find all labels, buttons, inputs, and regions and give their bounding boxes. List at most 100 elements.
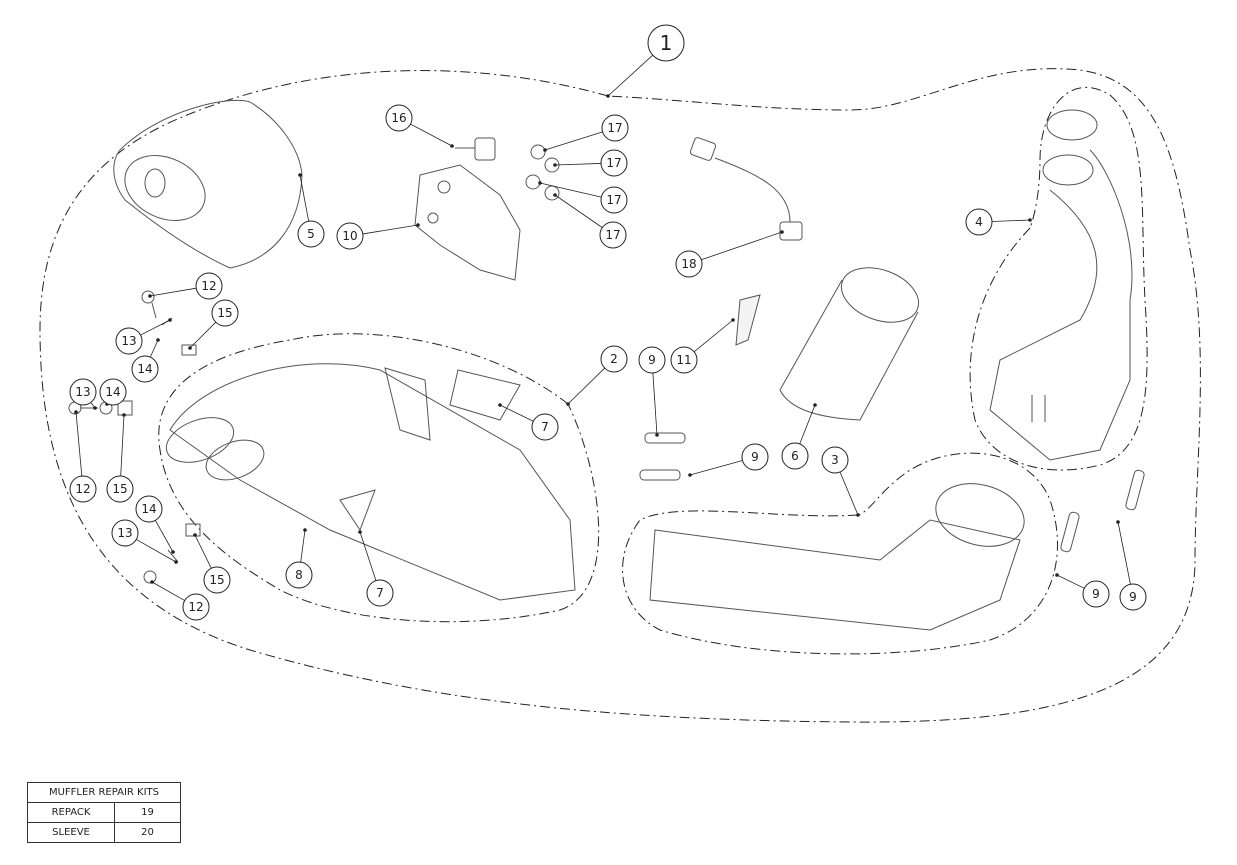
callout-circle bbox=[203, 566, 231, 594]
callout-circle bbox=[385, 104, 413, 132]
callout-number: 13 bbox=[121, 334, 136, 348]
callout-circle bbox=[131, 355, 159, 383]
callout-circle bbox=[638, 346, 666, 374]
callout-number: 12 bbox=[201, 279, 216, 293]
callout-1: 1 bbox=[647, 24, 685, 62]
callout-number: 15 bbox=[217, 306, 232, 320]
leader-dot bbox=[303, 528, 307, 532]
callout-15: 15 bbox=[211, 299, 239, 327]
leader-dot bbox=[74, 410, 78, 414]
kit-number: 20 bbox=[114, 822, 181, 843]
leader-dot bbox=[188, 346, 192, 350]
callout-number: 4 bbox=[975, 215, 983, 229]
callout-13: 13 bbox=[115, 327, 143, 355]
leader-line bbox=[554, 194, 603, 228]
kit-name: SLEEVE bbox=[27, 822, 115, 843]
leader-line bbox=[140, 319, 171, 336]
spring-part-16 bbox=[455, 137, 496, 161]
callout-number: 13 bbox=[75, 385, 90, 399]
leader-line bbox=[693, 319, 734, 353]
leader-dot bbox=[813, 403, 817, 407]
callout-circle bbox=[111, 519, 139, 547]
leader-dot bbox=[298, 173, 302, 177]
callout-number: 17 bbox=[606, 156, 621, 170]
callout-circle bbox=[211, 299, 239, 327]
callout-number: 14 bbox=[137, 362, 152, 376]
leader-line bbox=[554, 163, 602, 166]
leader-line bbox=[567, 367, 605, 405]
callout-14: 14 bbox=[135, 495, 163, 523]
callout-13: 13 bbox=[111, 519, 139, 547]
leader-dot bbox=[168, 318, 172, 322]
callout-circle bbox=[821, 446, 849, 474]
callout-6: 6 bbox=[781, 442, 809, 470]
leader-dot bbox=[538, 181, 542, 185]
callout-17: 17 bbox=[601, 114, 629, 142]
callout-3: 3 bbox=[821, 446, 849, 474]
callout-number: 15 bbox=[209, 573, 224, 587]
leader-line bbox=[701, 231, 783, 261]
callout-number: 13 bbox=[117, 526, 132, 540]
callout-number: 14 bbox=[105, 385, 120, 399]
callout-number: 9 bbox=[1129, 590, 1137, 604]
leader-dot bbox=[122, 413, 126, 417]
callout-circle bbox=[531, 413, 559, 441]
callout-number: 15 bbox=[112, 482, 127, 496]
leader-dot bbox=[358, 530, 362, 534]
link-pipe-part-3 bbox=[649, 483, 1025, 631]
leader-line bbox=[154, 520, 174, 553]
callout-13: 13 bbox=[69, 378, 97, 406]
sleeve-part-6 bbox=[779, 267, 920, 421]
callout-circle bbox=[1082, 580, 1110, 608]
leader-line bbox=[299, 174, 310, 222]
callout-14: 14 bbox=[131, 355, 159, 383]
callout-17: 17 bbox=[600, 186, 628, 214]
leader-line bbox=[539, 182, 602, 198]
leader-dot bbox=[543, 148, 547, 152]
callout-16: 16 bbox=[385, 104, 413, 132]
leader-dot bbox=[566, 402, 570, 406]
callout-circle bbox=[600, 345, 628, 373]
callout-circle bbox=[599, 221, 627, 249]
callout-9: 9 bbox=[741, 443, 769, 471]
callout-circle bbox=[99, 378, 127, 406]
leader-dot bbox=[193, 533, 197, 537]
callout-number: 12 bbox=[188, 600, 203, 614]
paste-tube-part-11 bbox=[735, 294, 761, 346]
callout-circle bbox=[297, 220, 325, 248]
callout-number: 3 bbox=[831, 453, 839, 467]
callout-18: 18 bbox=[675, 250, 703, 278]
boundary-muffler-2 bbox=[158, 333, 600, 623]
callout-11: 11 bbox=[670, 346, 698, 374]
callout-7: 7 bbox=[366, 579, 394, 607]
leader-dot bbox=[731, 318, 735, 322]
leader-dot bbox=[856, 513, 860, 517]
callout-number: 17 bbox=[607, 121, 622, 135]
callout-7: 7 bbox=[531, 413, 559, 441]
callout-circle bbox=[69, 475, 97, 503]
springs-part-9 bbox=[639, 432, 1145, 553]
callout-12: 12 bbox=[195, 272, 223, 300]
leader-dot bbox=[150, 580, 154, 584]
callout-circle bbox=[1119, 583, 1147, 611]
boundary-header-4 bbox=[969, 86, 1148, 471]
callout-circle bbox=[182, 593, 210, 621]
leader-line bbox=[1117, 521, 1131, 585]
callout-12: 12 bbox=[182, 593, 210, 621]
leader-dot bbox=[93, 406, 97, 410]
callout-number: 10 bbox=[342, 229, 357, 243]
sensor-cable-part-18 bbox=[689, 137, 803, 241]
bracket-part-10 bbox=[414, 164, 521, 281]
callout-15: 15 bbox=[106, 475, 134, 503]
leader-line bbox=[189, 321, 217, 349]
leader-line bbox=[120, 414, 125, 477]
callout-number: 12 bbox=[75, 482, 90, 496]
leader-dot bbox=[156, 338, 160, 342]
callout-circle bbox=[285, 561, 313, 589]
leader-dot bbox=[1028, 218, 1032, 222]
callout-circle bbox=[600, 149, 628, 177]
callout-circle bbox=[195, 272, 223, 300]
callout-number: 17 bbox=[605, 228, 620, 242]
